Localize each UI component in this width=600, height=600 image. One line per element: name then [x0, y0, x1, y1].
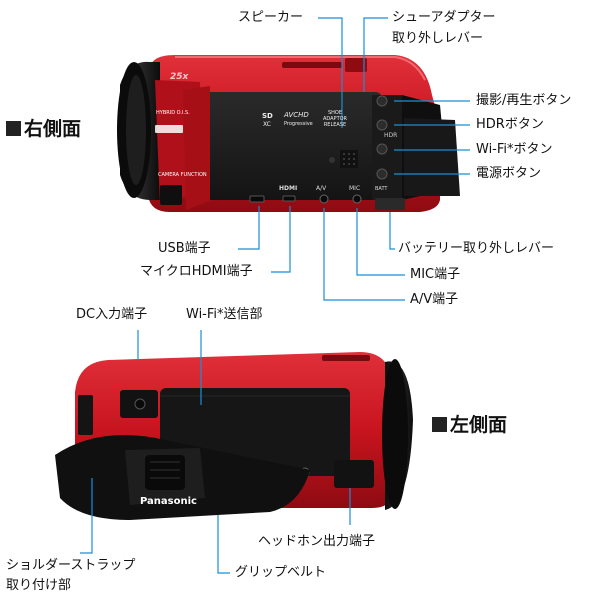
leader-lines: [80, 17, 470, 574]
headphone-port: [334, 460, 374, 488]
brand-logo: Panasonic: [140, 496, 197, 507]
usb-port: [249, 195, 265, 203]
label-rec-play-button: 撮影/再生ボタン: [476, 93, 572, 108]
hdr-button: [376, 119, 388, 131]
rec-play-button: [376, 95, 388, 107]
mic-marking: MIC: [349, 185, 361, 192]
hdmi-marking: HDMI: [279, 185, 298, 192]
label-micro-hdmi-port: マイクロHDMI端子: [140, 264, 253, 279]
label-headphone-port: ヘッドホン出力端子: [258, 534, 376, 549]
av-marking: A/V: [316, 185, 327, 192]
zoom-marking: 25x: [170, 72, 189, 82]
shoe-adaptor-marking: SHOE ADAPTOR RELEASE: [322, 110, 348, 128]
label-shoe-release-line2: 取り外しレバー: [392, 31, 484, 46]
label-wifi-antenna: Wi-Fi*送信部: [186, 307, 263, 322]
lcd-monitor: [183, 86, 212, 210]
battery-release-lever: [375, 198, 405, 210]
progressive-marking: Progressive: [284, 121, 313, 127]
sd-marking: SD: [262, 112, 273, 120]
mic-jack: [352, 194, 362, 204]
label-power-button: 電源ボタン: [476, 166, 542, 181]
label-grip-belt: グリップベルト: [235, 565, 327, 580]
label-battery-release: バッテリー取り外しレバー: [398, 241, 555, 256]
label-shoe-release-line1: シューアダプター: [392, 10, 496, 25]
label-mic-port: MIC端子: [410, 267, 461, 282]
wifi-button: [376, 143, 388, 155]
shoulder-strap-mount: [78, 395, 93, 435]
hdr-marking: HDR: [384, 132, 398, 139]
avchd-marking: AVCHD: [284, 111, 309, 119]
label-av-port: A/V端子: [410, 292, 459, 307]
speaker-grille: [340, 150, 358, 168]
label-wifi-button: Wi-Fi*ボタン: [476, 142, 553, 157]
label-hdr-button: HDRボタン: [476, 117, 544, 132]
right-side-heading: 右側面: [6, 118, 81, 140]
left-side-heading: 左側面: [432, 414, 507, 436]
label-usb-port: USB端子: [158, 241, 211, 256]
label-speaker: スピーカー: [238, 10, 304, 25]
power-button: [376, 168, 388, 180]
hybrid-ois-marking: HYBRID O.I.S.: [156, 110, 190, 116]
label-strap-mount-line1: ショルダーストラップ: [6, 558, 136, 573]
micro-hdmi-port: [282, 195, 296, 202]
xc-marking: XC: [263, 121, 271, 128]
heading-square-icon: [6, 121, 21, 136]
label-dc-in-port: DC入力端子: [76, 307, 148, 322]
camera-function-marking: CAMERA FUNCTION: [158, 172, 207, 178]
heading-square-icon: [432, 417, 447, 432]
av-jack: [319, 194, 329, 204]
label-strap-mount-line2: 取り付け部: [6, 578, 72, 593]
batt-marking: BATT: [375, 186, 388, 192]
